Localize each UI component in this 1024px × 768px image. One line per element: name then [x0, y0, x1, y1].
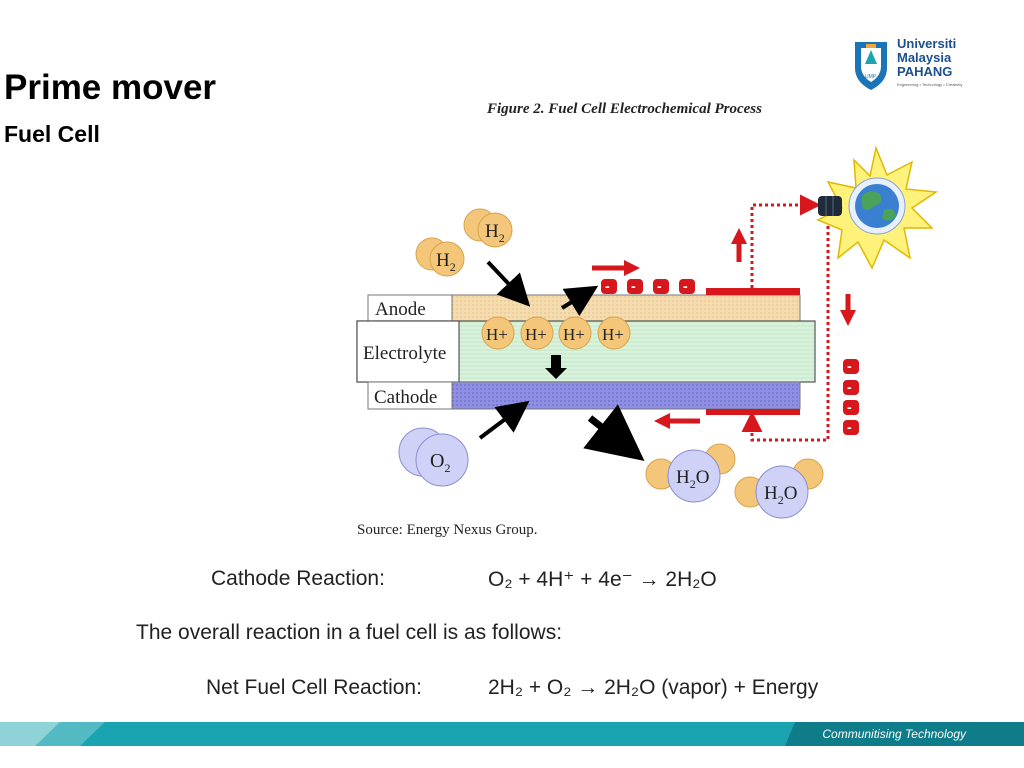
footer-band [0, 722, 1024, 746]
cathode-contact [706, 409, 800, 415]
ion-transfer-arrow [545, 355, 567, 379]
h2-molecule: H2 [415, 237, 465, 277]
svg-text:H+: H+ [486, 325, 508, 344]
hydrogen-ion: H+ [481, 316, 515, 350]
electron: - [627, 278, 643, 294]
h2o-molecule: H2O [645, 443, 736, 503]
electrolyte-label: Electrolyte [363, 343, 446, 364]
svg-text:-: - [847, 419, 852, 435]
logo-shield-text: UMP [865, 74, 877, 80]
cathode-reaction-equation: O₂ + 4H⁺ + 4e⁻ → 2H₂O [488, 568, 717, 591]
slide-title: Prime mover [4, 68, 217, 107]
svg-text:-: - [847, 379, 852, 395]
cathode-label: Cathode [374, 387, 437, 408]
svg-text:-: - [657, 278, 662, 294]
hydrogen-ion: H+ [520, 316, 554, 350]
o2-molecule: O2 [398, 427, 469, 487]
light-bulb-icon [816, 145, 939, 270]
electron: - [601, 278, 617, 294]
electron: - [843, 379, 859, 395]
logo-tagline: Engineering • Technology • Creativity [897, 82, 962, 87]
svg-text:H2: H2 [436, 250, 456, 274]
circuit-wire-return [741, 220, 830, 442]
cathode-reaction-label: Cathode Reaction: [211, 567, 385, 590]
logo-line-3: PAHANG [897, 64, 952, 79]
anode-layer [367, 294, 801, 322]
figure-caption: Figure 2. Fuel Cell Electrochemical Proc… [486, 101, 762, 117]
electron: - [843, 419, 859, 435]
hydrogen-ion: H+ [558, 316, 592, 350]
svg-text:H+: H+ [602, 325, 624, 344]
svg-text:-: - [847, 358, 852, 374]
svg-text:H2: H2 [485, 221, 505, 245]
svg-text:-: - [631, 278, 636, 294]
shield-icon [855, 42, 887, 90]
electron: - [653, 278, 669, 294]
h2-molecule: H2 [463, 208, 513, 248]
electron: - [843, 399, 859, 415]
svg-text:H+: H+ [525, 325, 547, 344]
svg-text:-: - [847, 399, 852, 415]
svg-text:-: - [683, 278, 688, 294]
electron: - [679, 278, 695, 294]
circuit-wire-top [750, 194, 821, 288]
electron-flow-arrow-left [654, 413, 700, 429]
svg-text:O2: O2 [430, 450, 450, 475]
electron-flow-arrow-up [731, 228, 747, 262]
svg-text:-: - [605, 278, 610, 294]
net-reaction-equation: 2H₂ + O₂ → 2H₂O (vapor) + Energy [488, 676, 819, 699]
figure-source: Source: Energy Nexus Group. [357, 522, 538, 538]
hydrogen-ion: H+ [597, 316, 631, 350]
overall-reaction-intro: The overall reaction in a fuel cell is a… [136, 621, 563, 644]
electron-flow-arrow-down [840, 294, 856, 326]
anode-contact [706, 288, 800, 295]
svg-text:H+: H+ [563, 325, 585, 344]
electron-flow-arrow-right [592, 260, 640, 276]
anode-label: Anode [375, 299, 426, 320]
h2o-molecule: H2O [734, 458, 824, 519]
footer-tagline: Communitising Technology [822, 727, 966, 741]
logo-line-2: Malaysia [897, 50, 952, 65]
university-logo: UMP Universiti Malaysia PAHANG Engineeri… [855, 36, 962, 90]
logo-line-1: Universiti [897, 36, 956, 51]
o2-inflow-arrow [478, 400, 530, 440]
h2-inflow-arrow [486, 260, 531, 307]
electron: - [843, 358, 859, 374]
svg-text:H2O: H2O [676, 467, 709, 491]
svg-text:H2O: H2O [764, 483, 797, 507]
net-reaction-label: Net Fuel Cell Reaction: [206, 676, 422, 699]
slide-subtitle: Fuel Cell [4, 121, 100, 147]
electron-release-arrow [560, 285, 599, 317]
water-outflow-arrow [583, 404, 645, 462]
